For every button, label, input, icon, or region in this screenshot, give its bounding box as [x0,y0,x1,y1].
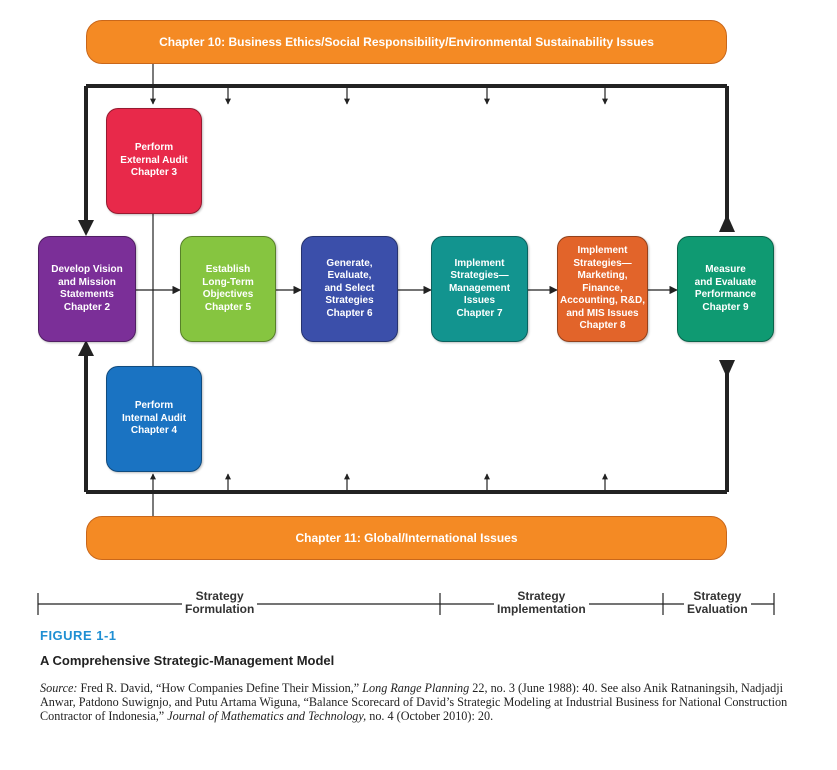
phase-implementation: Strategy Implementation [494,590,589,616]
banner-chapter-11: Chapter 11: Global/International Issues [86,516,727,560]
source-text-2: 22, no. 3 (June 1988): 40. See also Anik… [40,681,788,723]
arrow-up-from-measure [719,214,735,232]
figure-source: Source: Fred R. David, “How Companies De… [40,681,800,723]
source-label: Source: [40,681,78,695]
banner-chapter-10: Chapter 10: Business Ethics/Social Respo… [86,20,727,64]
figure-number: FIGURE 1-1 [40,628,117,643]
box-vision-mission: Develop Vision and Mission Statements Ch… [38,236,136,342]
source-text-1: Fred R. David, “How Companies Define The… [77,681,363,695]
box-internal-audit: Perform Internal Audit Chapter 4 [106,366,202,472]
box-objectives: Establish Long-Term Objectives Chapter 5 [180,236,276,342]
phase-evaluation: Strategy Evaluation [684,590,751,616]
source-journal-1: Long Range Planning [362,681,470,695]
arrow-up-to-vision [78,340,94,356]
box-external-audit: Perform External Audit Chapter 3 [106,108,202,214]
box-implement-management: Implement Strategies— Management Issues … [431,236,528,342]
phase-timeline [37,593,775,615]
arrow-down-to-vision [78,220,94,236]
feedback-loop [84,84,729,494]
bottom-banner-arrows [150,473,608,516]
box-generate-strategies: Generate, Evaluate, and Select Strategie… [301,236,398,342]
source-text-3: no. 4 (October 2010): 20. [366,709,494,723]
arrow-down-from-measure [719,360,735,378]
top-banner-arrows [150,64,608,105]
figure-title: A Comprehensive Strategic-Management Mod… [40,653,335,668]
source-journal-2: Journal of Mathematics and Technology, [167,709,367,723]
box-measure-evaluate: Measure and Evaluate Performance Chapter… [677,236,774,342]
box-implement-marketing: Implement Strategies— Marketing, Finance… [557,236,648,342]
phase-formulation: Strategy Formulation [182,590,258,616]
